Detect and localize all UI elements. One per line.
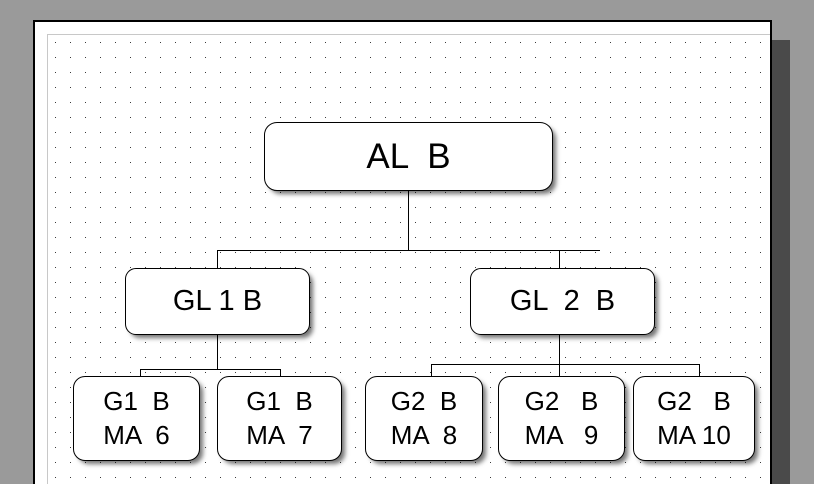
- connector-to-group-2: [559, 250, 560, 268]
- connector-to-leaf-5: [699, 364, 700, 376]
- node-leaf-3[interactable]: G2 B MA 8: [365, 376, 483, 461]
- connector-to-leaf-4: [559, 364, 560, 376]
- node-group-1[interactable]: GL 1 B: [125, 268, 310, 335]
- page-drop-shadow: [772, 40, 790, 484]
- node-leaf-5-line1: G2 B: [657, 386, 731, 417]
- connector-group-1-bus: [140, 369, 280, 370]
- node-leaf-1-line2: MA 6: [103, 419, 170, 450]
- connector-to-leaf-3: [431, 364, 432, 376]
- node-group-2-label: GL 2 B: [509, 285, 616, 317]
- node-leaf-4-line2: MA 9: [524, 419, 599, 450]
- connector-root-down: [408, 191, 409, 250]
- node-leaf-4[interactable]: G2 B MA 9: [498, 376, 625, 461]
- connector-to-leaf-2: [280, 369, 281, 376]
- connector-group-1-down: [217, 335, 218, 369]
- node-leaf-3-line1: G2 B: [390, 386, 458, 417]
- connector-group-2-bus: [431, 364, 699, 365]
- node-root[interactable]: AL B: [264, 122, 553, 191]
- node-group-1-label: GL 1 B: [172, 285, 263, 317]
- node-leaf-5[interactable]: G2 B MA 10: [633, 376, 755, 461]
- node-leaf-2-line1: G1 B: [246, 386, 313, 417]
- connector-to-leaf-1: [140, 369, 141, 376]
- node-leaf-2[interactable]: G1 B MA 7: [217, 376, 342, 461]
- node-leaf-3-line2: MA 8: [390, 419, 458, 450]
- node-leaf-4-line1: G2 B: [524, 386, 599, 417]
- node-leaf-2-line2: MA 7: [246, 419, 313, 450]
- node-leaf-1-line1: G1 B: [103, 386, 170, 417]
- node-leaf-1[interactable]: G1 B MA 6: [73, 376, 200, 461]
- connector-to-group-1: [217, 250, 218, 268]
- connector-root-bus: [217, 250, 600, 251]
- node-leaf-5-line2: MA 10: [657, 419, 731, 450]
- node-group-2[interactable]: GL 2 B: [470, 268, 655, 335]
- document-page: AL B GL 1 B GL 2 B G1 B MA 6 G1 B MA 7 G…: [33, 20, 772, 484]
- node-root-label: AL B: [366, 136, 451, 176]
- connector-group-2-down: [559, 335, 560, 364]
- dot-grid-canvas[interactable]: AL B GL 1 B GL 2 B G1 B MA 6 G1 B MA 7 G…: [47, 34, 770, 484]
